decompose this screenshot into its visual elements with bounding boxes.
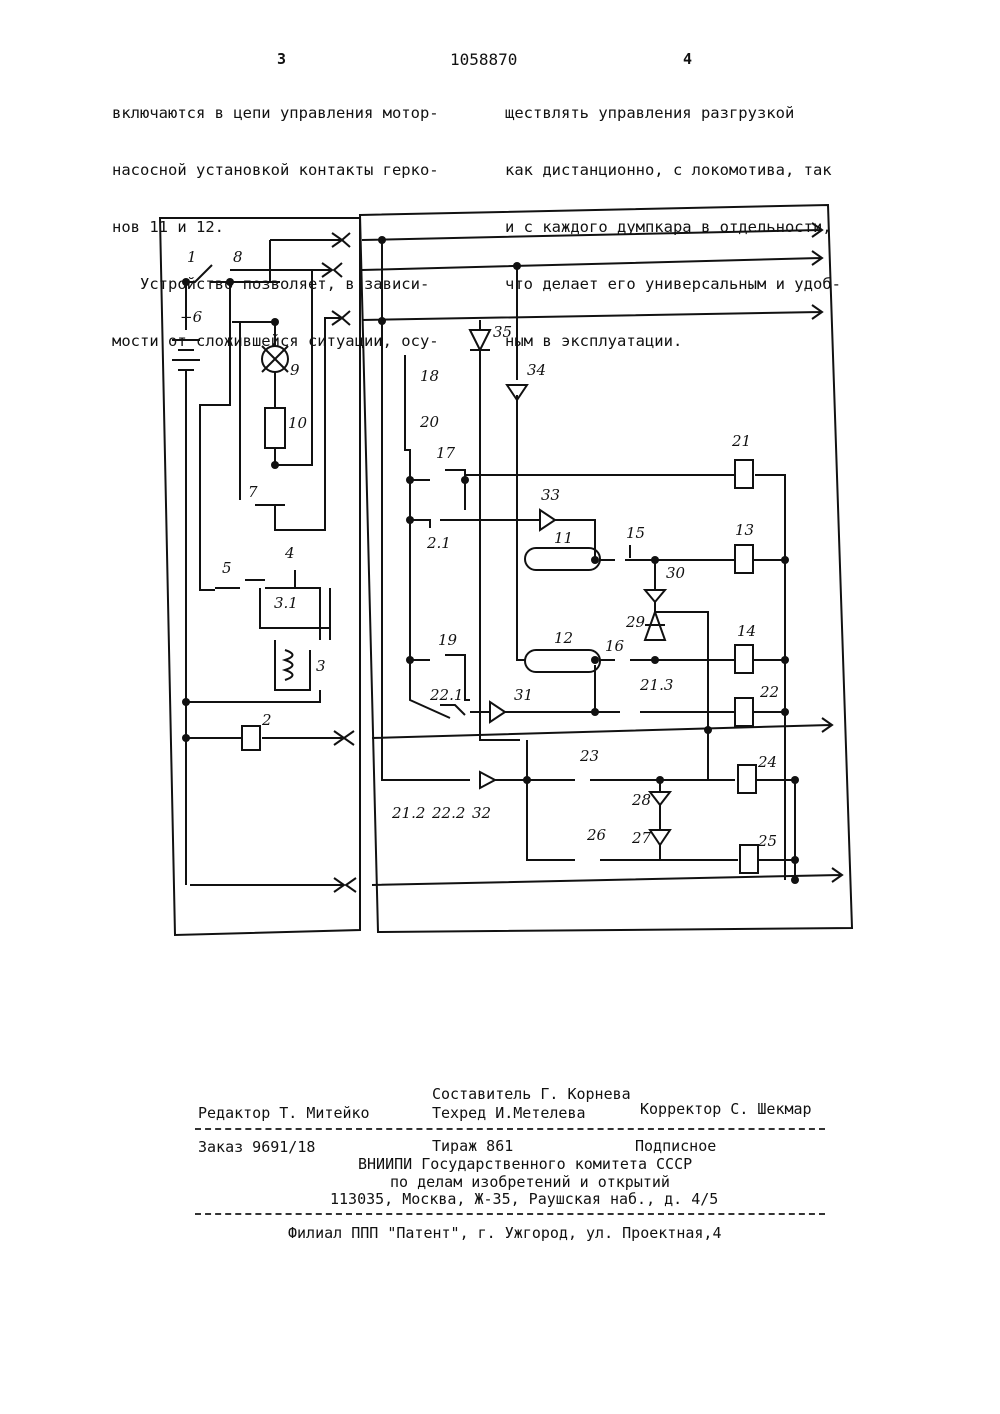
diode-32 (395, 772, 735, 788)
bus-line-4 (372, 718, 832, 738)
contact-17 (410, 470, 540, 528)
bus-line-3 (362, 305, 822, 320)
contact-15 (600, 545, 735, 560)
label-6: +6 (180, 308, 203, 326)
reed-switch-12 (525, 650, 600, 672)
label-33: 33 (541, 486, 560, 504)
bus-line-5 (372, 868, 842, 885)
reed-switch-11 (525, 548, 600, 570)
relay-coil-3 (275, 640, 310, 690)
diode-31 (470, 665, 735, 722)
editor: Редактор Т. Митейко (198, 1104, 370, 1122)
label-2-1: 2.1 (426, 534, 451, 552)
label-10: 10 (288, 414, 308, 432)
label-35: 35 (493, 323, 512, 341)
label-24: 24 (757, 753, 777, 771)
circuit-diagram: 1 8 +6 9 10 7 5 4 3.1 3 2 35 34 18 20 17… (0, 0, 1000, 1000)
label-4: 4 (284, 544, 295, 562)
diode-35 (470, 320, 520, 740)
label-25: 25 (757, 832, 777, 850)
diode-30 (645, 560, 708, 780)
label-26: 26 (586, 826, 607, 844)
relay-14 (735, 645, 753, 673)
label-34: 34 (527, 361, 546, 379)
contacts-4-5 (215, 570, 330, 640)
battery (172, 282, 200, 885)
branch-address: Филиал ППП "Патент", г. Ужгород, ул. Про… (288, 1224, 721, 1242)
label-31: 31 (514, 686, 533, 704)
label-9: 9 (290, 361, 300, 379)
label-14: 14 (737, 622, 756, 640)
label-16: 16 (605, 637, 625, 655)
connector (270, 233, 350, 247)
label-27: 27 (631, 829, 652, 847)
label-5: 5 (222, 559, 232, 577)
relay-22 (735, 698, 753, 726)
label-15: 15 (626, 524, 645, 542)
label-29: 29 (625, 613, 646, 631)
label-23: 23 (579, 747, 599, 765)
bus-line-1 (362, 223, 822, 240)
label-2: 2 (261, 711, 272, 729)
label-18: 18 (420, 367, 439, 385)
relay-13 (735, 545, 753, 573)
order-number: Заказ 9691/18 (198, 1138, 315, 1156)
label-11: 11 (554, 529, 573, 547)
diode-29 (645, 612, 665, 640)
relay-2 (242, 726, 260, 750)
techred: Техред И.Метелева (432, 1104, 586, 1122)
contact-8 (260, 240, 280, 282)
connector (324, 311, 350, 325)
label-19: 19 (438, 631, 458, 649)
divider (195, 1213, 825, 1215)
label-32: 32 (472, 804, 491, 822)
org-address: 113035, Москва, Ж-35, Раушская наб., д. … (330, 1190, 718, 1208)
label-22-1: 22.1 (429, 686, 463, 704)
relay-25 (740, 845, 758, 873)
label-30: 30 (666, 564, 686, 582)
compiler: Составитель Г. Корнева (432, 1085, 631, 1103)
label-3-1: 3.1 (274, 594, 298, 612)
label-22-2: 22.2 (431, 804, 465, 822)
label-8: 8 (233, 248, 243, 266)
connector (230, 263, 342, 277)
contact-19 (410, 655, 470, 715)
label-22: 22 (759, 683, 779, 701)
bus-line-2 (362, 251, 822, 270)
connector (262, 731, 354, 745)
relay-21 (735, 460, 753, 488)
org-line-2: по делам изобретений и открытий (390, 1173, 670, 1191)
label-1: 1 (187, 248, 197, 266)
connector (190, 878, 356, 892)
wire (186, 690, 320, 702)
org-line-1: ВНИИПИ Государственного комитета СССР (358, 1155, 692, 1173)
divider (195, 1128, 825, 1130)
diodes-27-28 (650, 780, 738, 860)
label-20: 20 (419, 413, 440, 431)
label-3: 3 (316, 657, 326, 675)
relay-24 (738, 765, 756, 793)
subscription: Подписное (635, 1137, 716, 1155)
print-run: Тираж 861 (432, 1137, 513, 1155)
label-21-3: 21.3 (639, 676, 673, 694)
label-7: 7 (248, 483, 258, 501)
label-28: 28 (631, 791, 651, 809)
diode-33 (540, 510, 555, 530)
label-21-2: 21.2 (391, 804, 425, 822)
resistor-10 (265, 408, 285, 448)
wire (200, 282, 230, 590)
label-12: 12 (554, 629, 573, 647)
label-21: 21 (731, 432, 751, 450)
label-13: 13 (735, 521, 754, 539)
corrector: Корректор С. Шекмар (640, 1100, 812, 1118)
label-17: 17 (436, 444, 456, 462)
right-panel-frame (360, 205, 852, 932)
